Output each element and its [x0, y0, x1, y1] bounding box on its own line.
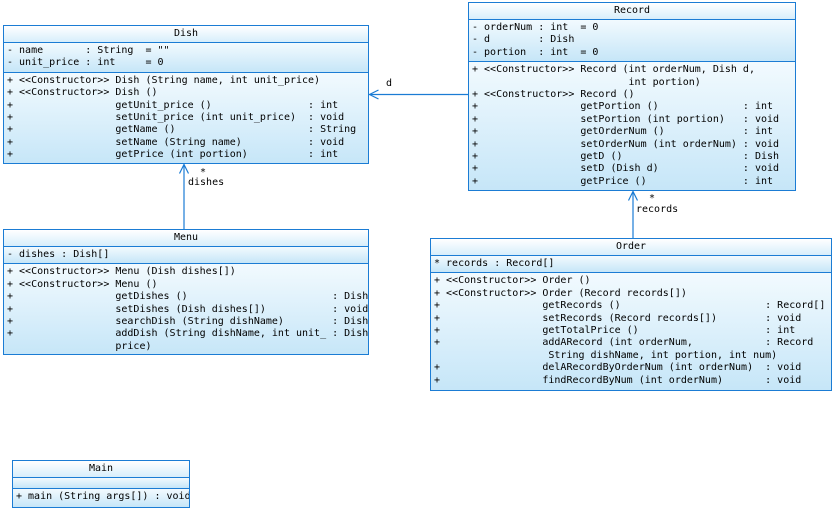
attribute-row: - unit_price : int = 0 — [7, 57, 164, 69]
attributes-section-order: * records : Record[] — [431, 256, 831, 274]
class-box-main[interactable]: Main + main (String args[]) : void — [12, 460, 190, 508]
method-row: + getRecords () : Record[] — [434, 300, 826, 312]
method-row: + getPrice (int portion) : int — [7, 149, 339, 161]
class-box-order[interactable]: Order * records : Record[] + <<Construct… — [430, 238, 832, 391]
method-row: String dishName, int portion, int num) — [434, 349, 778, 361]
class-title-order: Order — [431, 239, 831, 256]
method-row: + setRecords (Record records[]) : void — [434, 312, 802, 324]
attributes-section-menu: - dishes : Dish[] — [4, 247, 368, 265]
method-row: + getUnit_price () : int — [7, 99, 339, 111]
class-title-dish: Dish — [4, 26, 368, 43]
methods-section-order: + <<Constructor>> Order () + <<Construct… — [431, 273, 831, 390]
method-row: + addDish (String dishName, int unit_ : … — [7, 328, 369, 340]
attribute-row: - name : String = "" — [7, 45, 170, 56]
method-row: + setOrderNum (int orderNum) : void — [472, 138, 780, 150]
class-title-record: Record — [469, 3, 795, 20]
method-row: int portion) — [472, 76, 701, 88]
association-multiplicity-records: * — [649, 193, 656, 204]
method-row: + <<Constructor>> Dish (String name, int… — [7, 74, 321, 86]
method-row: + <<Constructor>> Menu (Dish dishes[]) — [7, 266, 236, 278]
attribute-row: - portion : int = 0 — [472, 46, 599, 58]
method-row: + getD () : Dish — [472, 150, 780, 162]
association-order-to-record[interactable] — [627, 190, 639, 239]
method-row: + <<Constructor>> Menu () — [7, 278, 158, 290]
attributes-section-main — [13, 478, 189, 489]
methods-section-dish: + <<Constructor>> Dish (String name, int… — [4, 72, 368, 163]
method-row: + searchDish (String dishName) : Dish — [7, 315, 369, 327]
attribute-row: - d : Dish — [472, 34, 575, 46]
methods-section-record: + <<Constructor>> Record (int orderNum, … — [469, 62, 795, 190]
method-row: + <<Constructor>> Record (int orderNum, … — [472, 64, 755, 76]
method-row: + findRecordByNum (int orderNum) : void — [434, 374, 802, 386]
attributes-section-dish: - name : String = "" - unit_price : int … — [4, 43, 368, 73]
method-row: + setUnit_price (int unit_price) : void — [7, 111, 345, 123]
method-row: + delARecordByOrderNum (int orderNum) : … — [434, 362, 802, 374]
class-box-record[interactable]: Record - orderNum : int = 0 - d : Dish -… — [468, 2, 796, 191]
attribute-row: - dishes : Dish[] — [7, 249, 110, 260]
method-row: + getName () : String — [7, 124, 357, 136]
association-multiplicity-dishes: * — [200, 167, 207, 178]
method-row: + <<Constructor>> Order (Record records[… — [434, 287, 687, 299]
method-row: + getDishes () : Dish[] — [7, 291, 369, 303]
association-role-label-d: d — [386, 78, 393, 89]
method-row: + getPrice () : int — [472, 175, 774, 187]
method-row: + setDishes (Dish dishes[]) : void — [7, 303, 369, 315]
method-row: + getOrderNum () : int — [472, 126, 774, 138]
methods-section-main: + main (String args[]) : void — [13, 489, 189, 507]
method-row: + <<Constructor>> Order () — [434, 275, 591, 287]
association-menu-to-dish[interactable] — [178, 163, 190, 230]
association-role-label-records: records — [636, 204, 679, 215]
attribute-row: - orderNum : int = 0 — [472, 22, 599, 33]
method-row: + setName (String name) : void — [7, 136, 345, 148]
method-row: + <<Constructor>> Dish () — [7, 87, 158, 99]
attributes-section-record: - orderNum : int = 0 - d : Dish - portio… — [469, 20, 795, 63]
class-title-menu: Menu — [4, 230, 368, 247]
attribute-row: * records : Record[] — [434, 258, 555, 269]
class-box-menu[interactable]: Menu - dishes : Dish[] + <<Constructor>>… — [3, 229, 369, 355]
association-record-to-dish[interactable] — [368, 89, 469, 100]
methods-section-menu: + <<Constructor>> Menu (Dish dishes[]) +… — [4, 264, 369, 354]
association-role-label-dishes: dishes — [188, 177, 225, 188]
method-row: + getPortion () : int — [472, 101, 774, 113]
class-box-dish[interactable]: Dish - name : String = "" - unit_price :… — [3, 25, 369, 164]
method-row: + getTotalPrice () : int — [434, 324, 796, 336]
method-row: price) — [7, 340, 152, 352]
method-row: + main (String args[]) : void — [16, 491, 190, 502]
method-row: + setPortion (int portion) : void — [472, 113, 780, 125]
method-row: + addARecord (int orderNum, : Record — [434, 337, 814, 349]
method-row: + <<Constructor>> Record () — [472, 88, 635, 100]
class-title-main: Main — [13, 461, 189, 478]
method-row: + setD (Dish d) : void — [472, 163, 780, 175]
